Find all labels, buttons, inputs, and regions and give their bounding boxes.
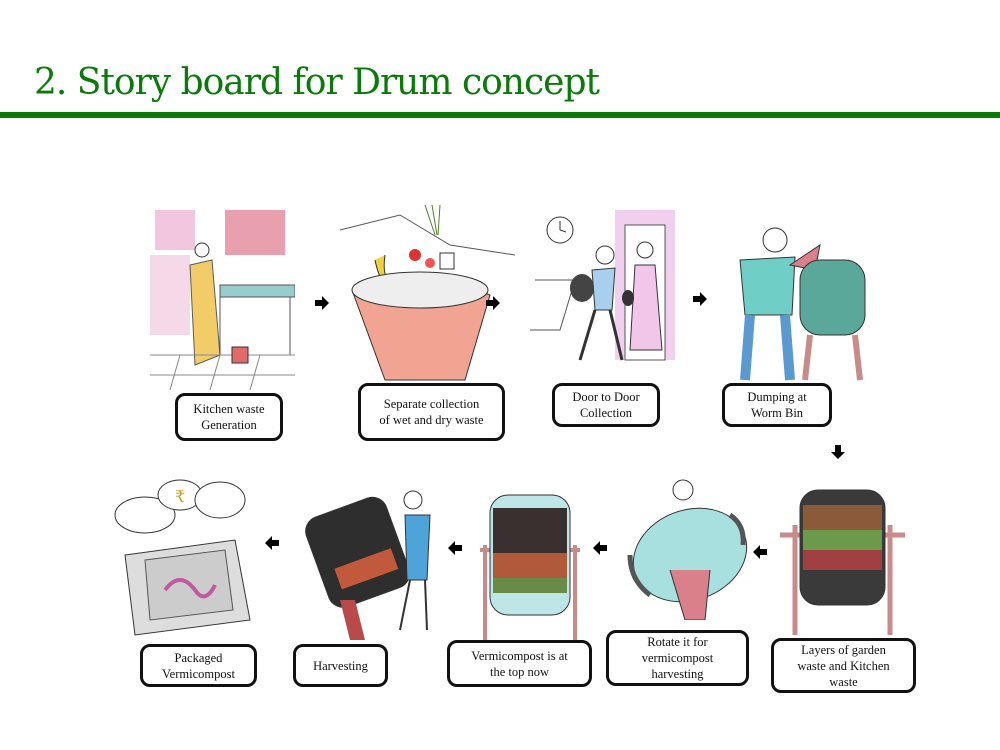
kitchen-illustration <box>150 205 295 390</box>
arrow-left-icon <box>753 545 767 559</box>
arrow-left-icon <box>265 536 279 550</box>
arrow-left-icon <box>448 541 462 555</box>
caption-line: of wet and dry waste <box>379 413 484 427</box>
step-8-caption: Harvesting <box>293 644 388 687</box>
arrow-left-icon <box>593 541 607 555</box>
packaged-vermicompost-illustration: ₹ <box>114 479 251 636</box>
title-underline <box>0 112 1000 118</box>
caption-line: Collection <box>579 406 633 420</box>
step-2-caption: Separate collection of wet and dry waste <box>358 383 505 441</box>
caption-line: waste <box>829 674 858 689</box>
caption-line: Kitchen waste <box>193 402 265 416</box>
step-4-caption: Dumping at Worm Bin <box>722 383 832 427</box>
layers-drum-illustration <box>780 489 905 635</box>
caption-line: Harvesting <box>313 658 368 673</box>
caption-line: Vermicompost <box>162 666 235 681</box>
caption-line: Worm Bin <box>750 406 804 420</box>
caption-line: Layers of garden <box>801 642 886 657</box>
caption-line: Door to Door <box>572 390 640 404</box>
caption-line: the top now <box>489 664 549 679</box>
harvesting-illustration <box>305 490 431 640</box>
caption-line: Rotate it for <box>647 635 708 649</box>
caption-line: Dumping at <box>747 390 807 404</box>
arrow-right-icon <box>486 296 500 310</box>
compost-top-drum-illustration <box>480 494 580 640</box>
caption-line: Generation <box>201 418 257 432</box>
arrow-right-icon <box>315 296 329 310</box>
step-6-caption: Rotate it for vermicompost harvesting <box>606 630 749 686</box>
door-collection-illustration <box>530 210 675 361</box>
rotate-drum-illustration <box>627 479 748 620</box>
slide-title: 2. Story board for Drum concept <box>34 62 600 103</box>
bin-illustration <box>340 205 515 381</box>
caption-line: harvesting <box>651 667 704 681</box>
caption-line: Packaged <box>174 650 223 665</box>
arrow-right-icon <box>693 292 707 306</box>
dumping-illustration <box>739 227 866 381</box>
caption-line: waste and Kitchen <box>797 658 890 673</box>
svg-text:₹: ₹ <box>175 487 185 506</box>
caption-line: Separate collection <box>383 397 480 411</box>
caption-line: Vermicompost is at <box>471 648 568 663</box>
arrow-down-icon <box>831 445 845 459</box>
caption-line: vermicompost <box>641 651 714 665</box>
